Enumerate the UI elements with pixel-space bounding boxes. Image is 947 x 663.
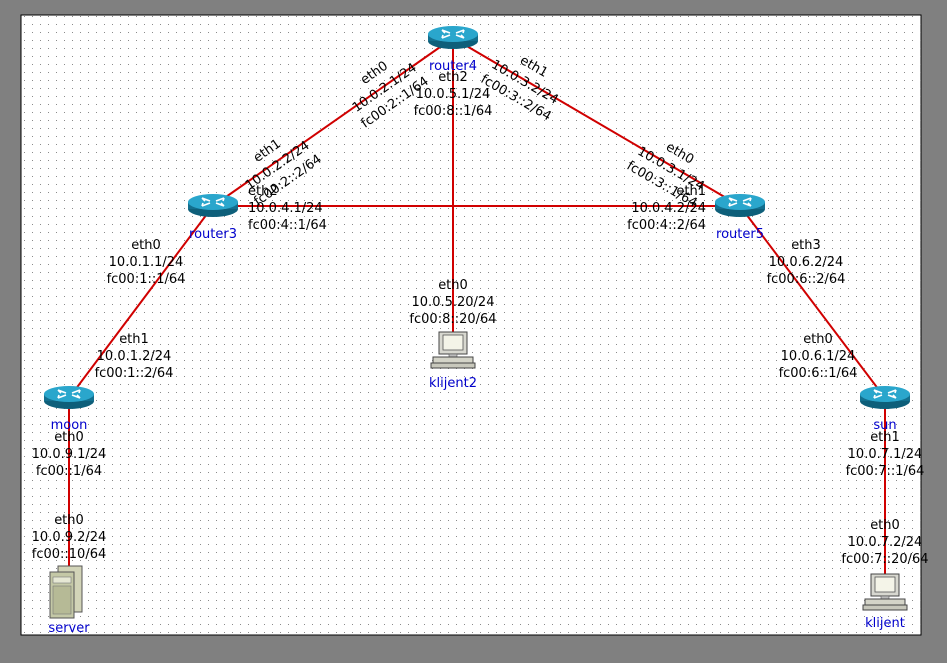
iface-name: eth3 (791, 238, 821, 253)
router-icon (187, 193, 239, 218)
iface-ipv4: 10.0.7.2/24 (848, 535, 923, 550)
link-router5-sun[interactable] (739, 205, 886, 399)
node-name: router4 (429, 59, 477, 74)
iface-ipv4: 10.0.4.1/24 (248, 201, 323, 216)
sun-eth1-label: eth1 10.0.7.1/24 fc00:7::1/64 (846, 430, 925, 479)
iface-name: eth0 (870, 518, 900, 533)
iface-name: eth1 (119, 332, 149, 347)
node-name: moon (51, 418, 88, 433)
node-name: router5 (716, 227, 764, 242)
router4-eth2-label: eth2 10.0.5.1/24 fc00:8::1/64 (414, 70, 493, 119)
iface-ipv6: fc00:6::1/64 (779, 366, 858, 381)
iface-ipv4: 10.0.9.2/24 (32, 530, 107, 545)
iface-ipv4: 10.0.9.1/24 (32, 447, 107, 462)
link-router4-router5[interactable] (452, 37, 741, 207)
iface-ipv6: fc00:4::2/64 (627, 218, 706, 233)
iface-name: eth0 (438, 278, 468, 293)
iface-ipv4: 10.0.4.2/24 (631, 201, 706, 216)
moon-eth0-label: eth0 10.0.9.1/24 fc00::1/64 (32, 430, 107, 479)
link-router4-router3[interactable] (212, 37, 454, 207)
node-klijent[interactable]: klijent (862, 573, 908, 631)
moon-eth1-label: eth1 10.0.1.2/24 fc00:1::2/64 (95, 332, 174, 381)
klijent-eth0-label: eth0 10.0.7.2/24 fc00:7::20/64 (841, 518, 928, 567)
iface-name: eth0 (803, 332, 833, 347)
node-moon[interactable]: moon (43, 385, 95, 433)
server-eth0-label: eth0 10.0.9.2/24 fc00::10/64 (32, 513, 107, 562)
iface-name: eth0 (54, 430, 84, 445)
router3-eth2-label: eth2 10.0.4.1/24 fc00:4::1/64 (248, 184, 327, 233)
sun-eth0-label: eth0 10.0.6.1/24 fc00:6::1/64 (779, 332, 858, 381)
iface-name: eth0 (131, 238, 161, 253)
iface-ipv6: fc00:8::20/64 (409, 312, 496, 327)
iface-ipv6: fc00:7::20/64 (841, 552, 928, 567)
node-server[interactable]: server (48, 565, 90, 636)
node-name: sun (873, 418, 896, 433)
iface-ipv6: fc00:1::2/64 (95, 366, 174, 381)
iface-ipv4: 10.0.7.1/24 (848, 447, 923, 462)
node-name: klijent (865, 616, 905, 631)
iface-ipv6: fc00:1::1/64 (107, 272, 186, 287)
iface-name: eth2 (248, 184, 278, 199)
iface-name: eth1 (676, 184, 706, 199)
router-icon (427, 25, 479, 50)
router-icon (859, 385, 911, 410)
iface-ipv6: fc00:7::1/64 (846, 464, 925, 479)
iface-ipv6: fc00:8::1/64 (414, 104, 493, 119)
iface-ipv4: 10.0.5.20/24 (412, 295, 495, 310)
node-router3[interactable]: router3 (187, 193, 239, 242)
node-router4[interactable]: router4 (427, 25, 479, 74)
router5-eth1-label: eth1 10.0.4.2/24 fc00:4::2/64 (627, 184, 706, 233)
router5-eth3-label: eth3 10.0.6.2/24 fc00:6::2/64 (767, 238, 846, 287)
router3-eth0-label: eth0 10.0.1.1/24 fc00:1::1/64 (107, 238, 186, 287)
klijent2-eth0-label: eth0 10.0.5.20/24 fc00:8::20/64 (409, 278, 496, 327)
iface-ipv6: fc00:6::2/64 (767, 272, 846, 287)
node-router5[interactable]: router5 (714, 193, 766, 242)
router-icon (714, 193, 766, 218)
iface-ipv6: fc00:4::1/64 (248, 218, 327, 233)
iface-ipv4: 10.0.1.1/24 (109, 255, 184, 270)
node-name: router3 (189, 227, 237, 242)
iface-ipv4: 10.0.5.1/24 (416, 87, 491, 102)
node-name: klijent2 (429, 376, 477, 391)
iface-ipv4: 10.0.1.2/24 (97, 349, 172, 364)
server-icon (49, 565, 83, 619)
iface-name: eth2 (438, 70, 468, 85)
iface-ipv6: fc00::10/64 (32, 547, 107, 562)
iface-ipv6: fc00::1/64 (36, 464, 102, 479)
iface-ipv4: 10.0.6.1/24 (781, 349, 856, 364)
node-name: server (48, 621, 90, 636)
node-klijent2[interactable]: klijent2 (429, 331, 477, 391)
iface-ipv4: 10.0.6.2/24 (769, 255, 844, 270)
iface-name: eth1 (870, 430, 900, 445)
iface-name: eth0 (54, 513, 84, 528)
router-icon (43, 385, 95, 410)
node-sun[interactable]: sun (859, 385, 911, 433)
grid-dots (21, 15, 921, 635)
link-router3-moon[interactable] (68, 205, 214, 399)
